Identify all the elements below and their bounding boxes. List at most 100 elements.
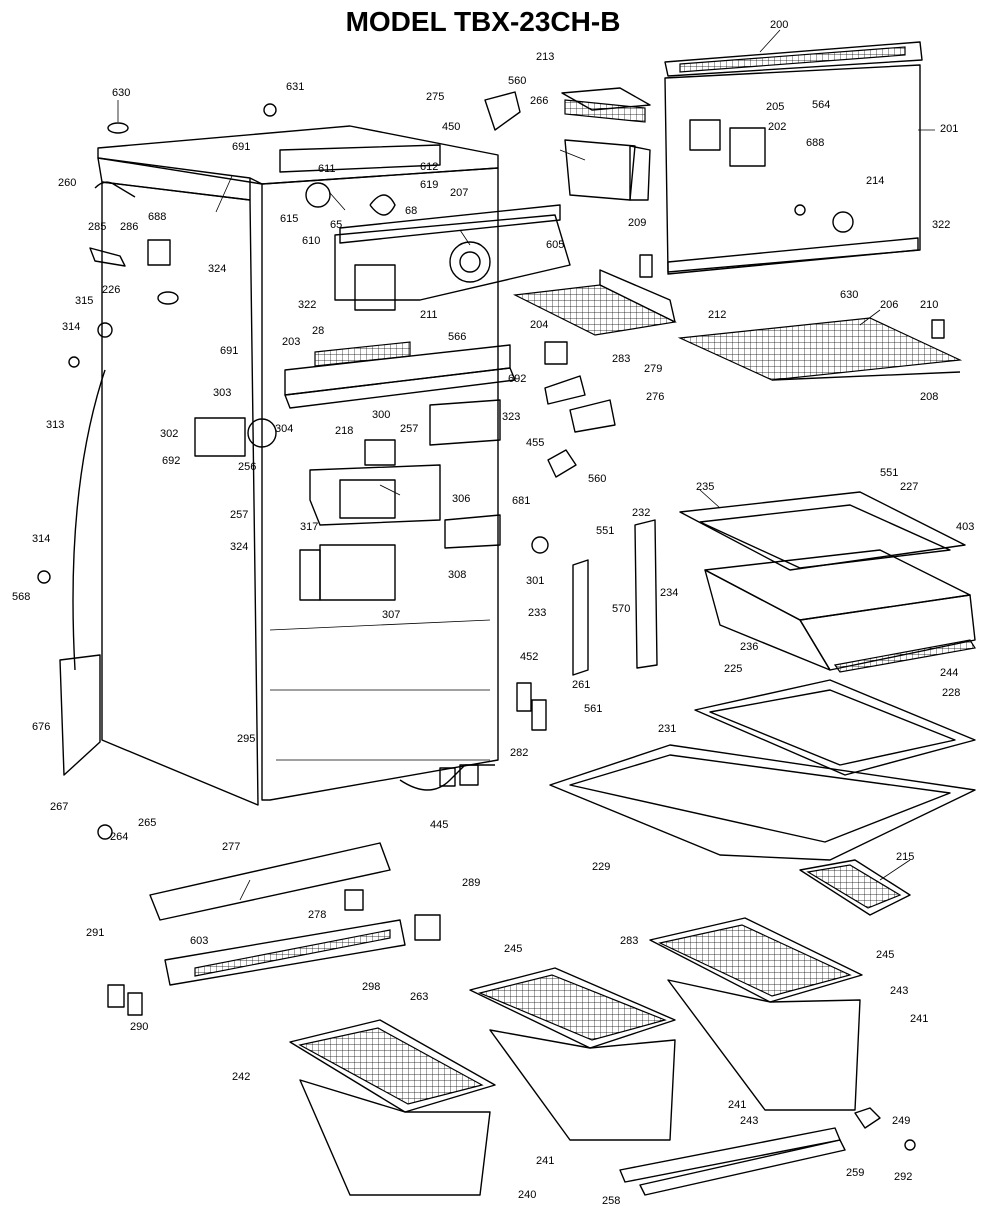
label-560-mid: 560: [588, 473, 606, 485]
label-203: 203: [282, 336, 300, 348]
label-566: 566: [448, 331, 466, 343]
label-282: 282: [510, 747, 528, 759]
part-labels: 630 631 691 611 612 619 615 610 65 68 20…: [12, 19, 974, 1207]
label-218: 218: [335, 425, 353, 437]
label-308: 308: [448, 569, 466, 581]
label-259: 259: [846, 1167, 864, 1179]
label-243-right: 243: [890, 985, 908, 997]
evaporator-assembly: [279, 144, 571, 311]
label-209: 209: [628, 217, 646, 229]
label-213: 213: [536, 51, 554, 63]
label-688-left: 688: [148, 211, 166, 223]
label-277: 277: [222, 841, 240, 853]
label-692-mid: 692: [508, 373, 526, 385]
label-240: 240: [518, 1189, 536, 1201]
label-324-lower: 324: [230, 541, 248, 553]
label-603: 603: [190, 935, 208, 947]
label-610: 610: [302, 235, 320, 247]
freezer-shelves: [512, 269, 963, 381]
label-201: 201: [940, 123, 958, 135]
label-276: 276: [646, 391, 664, 403]
diagram-title: MODEL TBX-23CH-B: [346, 6, 621, 37]
label-265: 265: [138, 817, 156, 829]
label-231: 231: [658, 723, 676, 735]
label-445: 445: [430, 819, 448, 831]
label-285: 285: [88, 221, 106, 233]
label-324: 324: [208, 263, 226, 275]
label-229: 229: [592, 861, 610, 873]
label-315: 315: [75, 295, 93, 307]
label-260: 260: [58, 177, 76, 189]
label-210: 210: [920, 299, 938, 311]
label-267: 267: [50, 801, 68, 813]
freezer-panel: [664, 41, 923, 275]
label-298: 298: [362, 981, 380, 993]
label-302: 302: [160, 428, 178, 440]
label-691-mid: 691: [220, 345, 238, 357]
label-266: 266: [530, 95, 548, 107]
control-parts: [194, 399, 501, 601]
label-245-mid: 245: [504, 943, 522, 955]
label-261: 261: [572, 679, 590, 691]
label-244: 244: [940, 667, 958, 679]
label-611: 611: [318, 163, 336, 175]
label-264: 264: [110, 831, 128, 843]
label-291: 291: [86, 927, 104, 939]
label-279: 279: [644, 363, 662, 375]
shelf-ladders: [516, 519, 658, 731]
label-403: 403: [956, 521, 974, 533]
label-322-right: 322: [932, 219, 950, 231]
label-257-right: 257: [400, 423, 418, 435]
label-241-right: 241: [910, 1013, 928, 1025]
label-227: 227: [900, 481, 918, 493]
label-200: 200: [770, 19, 788, 31]
label-692-left: 692: [162, 455, 180, 467]
label-551-left: 551: [596, 525, 614, 537]
label-283-top: 283: [612, 353, 630, 365]
label-551-right: 551: [880, 467, 898, 479]
label-681: 681: [512, 495, 530, 507]
label-206: 206: [880, 299, 898, 311]
label-292: 292: [894, 1171, 912, 1183]
label-215: 215: [896, 851, 914, 863]
brackets: [544, 254, 945, 478]
label-263-left: 263: [410, 991, 428, 1003]
label-226: 226: [102, 284, 120, 296]
label-307: 307: [382, 609, 400, 621]
ice-bins: [561, 87, 651, 201]
label-68: 68: [405, 205, 417, 217]
label-314-top: 314: [62, 321, 80, 333]
label-290: 290: [130, 1021, 148, 1033]
label-235: 235: [696, 481, 714, 493]
label-236: 236: [740, 641, 758, 653]
dairy-bin: [799, 859, 911, 916]
label-211: 211: [420, 309, 438, 321]
label-631: 631: [286, 81, 304, 93]
label-289: 289: [462, 877, 480, 889]
label-205: 205: [766, 101, 784, 113]
label-258: 258: [602, 1195, 620, 1207]
label-286: 286: [120, 221, 138, 233]
label-283-bottom: 283: [620, 935, 638, 947]
label-317: 317: [300, 521, 318, 533]
shelf-rail: [284, 341, 516, 409]
label-207: 207: [450, 187, 468, 199]
label-214: 214: [866, 175, 884, 187]
label-242: 242: [232, 1071, 250, 1083]
bottom-rails: [107, 842, 441, 1016]
label-232: 232: [632, 507, 650, 519]
label-323: 323: [502, 411, 520, 423]
label-676: 676: [32, 721, 50, 733]
label-208: 208: [920, 391, 938, 403]
label-301: 301: [526, 575, 544, 587]
leader-lines: [117, 29, 935, 901]
cabinet-shell: [59, 125, 499, 806]
label-306: 306: [452, 493, 470, 505]
label-304: 304: [275, 423, 293, 435]
label-561: 561: [584, 703, 602, 715]
label-691: 691: [232, 141, 250, 153]
label-256: 256: [238, 461, 256, 473]
label-243-mid: 243: [740, 1115, 758, 1127]
fresh-food-shelves: [549, 491, 976, 861]
